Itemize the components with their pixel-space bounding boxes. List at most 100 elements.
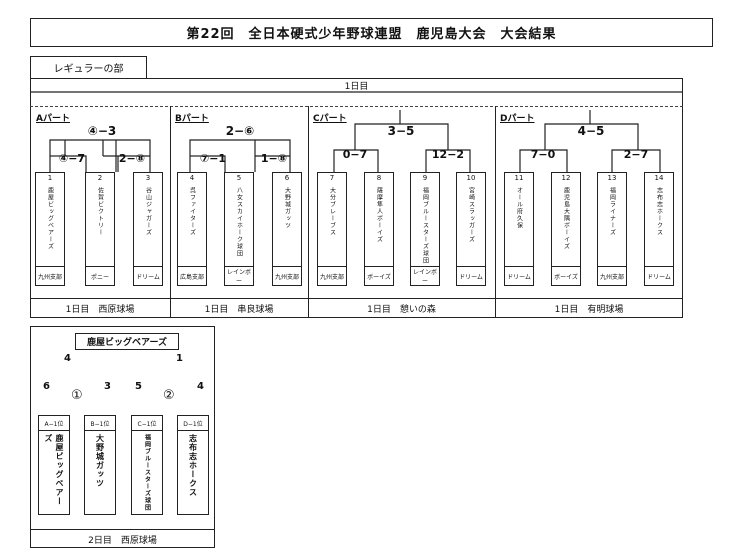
team-card: 14 志布志ホークス ドリーム bbox=[644, 172, 674, 286]
team-branch: ドリーム bbox=[134, 266, 162, 285]
team-branch: 九州支部 bbox=[318, 266, 346, 285]
team-branch: ポニー bbox=[86, 266, 114, 285]
final-team-name: 大野城ガッツ bbox=[95, 434, 105, 488]
tab-regular[interactable]: レギュラーの部 bbox=[30, 56, 147, 78]
final-team-card: B−1位 大野城ガッツ bbox=[84, 415, 116, 515]
team-number: 4 bbox=[189, 174, 195, 182]
team-number: 13 bbox=[607, 174, 617, 182]
page-title: 第22回 全日本硬式少年野球連盟 鹿児島大会 大会結果 bbox=[30, 18, 713, 47]
team-card: 12 鹿児島大隅ボーイズ ボーイズ bbox=[551, 172, 581, 286]
team-number: 12 bbox=[561, 174, 571, 182]
semi2-mark: ② bbox=[163, 388, 175, 403]
team-number: 5 bbox=[236, 174, 242, 182]
part-b-score-2: 1−⑧ bbox=[260, 152, 288, 165]
part-b-top-score: 2−⑥ bbox=[225, 124, 255, 138]
final-team-card: A−1位 鹿屋ビッグベアーズ bbox=[38, 415, 70, 515]
part-c-top-score: 3−5 bbox=[387, 124, 415, 138]
semi1-right-score: 3 bbox=[104, 381, 111, 392]
team-name: 志布志ホークス bbox=[655, 187, 663, 236]
team-name: 宮崎スラッガーズ bbox=[467, 187, 475, 243]
team-name: 八女スカイホーク球団 bbox=[235, 187, 243, 257]
part-c-score-1: 0−7 bbox=[342, 148, 368, 161]
part-divider bbox=[308, 106, 309, 318]
team-name: 佐賀ビクトリー bbox=[96, 187, 104, 236]
team-number: 10 bbox=[466, 174, 476, 182]
part-b-score-1: ⑦−1 bbox=[199, 152, 227, 165]
final-right-score: 1 bbox=[176, 353, 183, 364]
team-card: 8 薩摩隼人ボーイズ ボーイズ bbox=[364, 172, 394, 286]
final-team-name: 福岡ブルースターズ球団 bbox=[143, 434, 151, 511]
team-number: 3 bbox=[145, 174, 151, 182]
team-card: 2 佐賀ビクトリー ポニー bbox=[85, 172, 115, 286]
part-d-label: Dパート bbox=[500, 114, 535, 124]
team-branch: ボーイズ bbox=[552, 266, 580, 285]
team-card: 6 大野城ガッツ 九州支部 bbox=[272, 172, 302, 286]
team-card: 11 オール府久保 ドリーム bbox=[504, 172, 534, 286]
team-name: 福岡ブルースターズ球団 bbox=[421, 187, 429, 264]
team-branch: 九州支部 bbox=[598, 266, 626, 285]
part-a-score-2: 2−⑧ bbox=[118, 152, 146, 165]
final-team-rank: A−1位 bbox=[39, 416, 69, 431]
team-number: 7 bbox=[329, 174, 335, 182]
team-name: 福岡ライナーズ bbox=[608, 187, 616, 236]
semi2-right-score: 4 bbox=[197, 381, 204, 392]
team-card: 5 八女スカイホーク球団 レインボー bbox=[224, 172, 254, 286]
final-team-rank: C−1位 bbox=[132, 416, 162, 431]
team-card: 4 呉ファイターズ 広島支部 bbox=[177, 172, 207, 286]
team-number: 11 bbox=[514, 174, 524, 182]
final-venue: 2日目 西原球場 bbox=[30, 529, 215, 548]
final-team-card: D−1位 志布志ホークス bbox=[177, 415, 209, 515]
team-number: 14 bbox=[654, 174, 664, 182]
team-card: 7 大分ブレーブス 九州支部 bbox=[317, 172, 347, 286]
part-divider bbox=[495, 106, 496, 318]
team-card: 1 鹿屋ビッグベアーズ 九州支部 bbox=[35, 172, 65, 286]
team-number: 1 bbox=[47, 174, 53, 182]
team-branch: 九州支部 bbox=[273, 266, 301, 285]
team-name: オール府久保 bbox=[515, 187, 523, 229]
team-branch: レインボー bbox=[411, 266, 439, 285]
part-b-label: Bパート bbox=[175, 114, 209, 124]
team-name: 薩摩隼人ボーイズ bbox=[375, 187, 383, 243]
dashed-divider bbox=[30, 106, 683, 107]
team-number: 9 bbox=[422, 174, 428, 182]
semi2-left-score: 5 bbox=[135, 381, 142, 392]
part-a-label: Aパート bbox=[36, 114, 70, 124]
part-d-top-score: 4−5 bbox=[577, 124, 605, 138]
team-branch: ボーイズ bbox=[365, 266, 393, 285]
team-name: 大野城ガッツ bbox=[283, 187, 291, 229]
venue-c: 1日目 憩いの森 bbox=[308, 298, 495, 318]
team-number: 8 bbox=[376, 174, 382, 182]
team-card: 9 福岡ブルースターズ球団 レインボー bbox=[410, 172, 440, 286]
final-team-name: 志布志ホークス bbox=[188, 434, 198, 497]
final-team-rank: B−1位 bbox=[85, 416, 115, 431]
team-name: 鹿児島大隅ボーイズ bbox=[562, 187, 570, 250]
final-team-card: C−1位 福岡ブルースターズ球団 bbox=[131, 415, 163, 515]
part-c-label: Cパート bbox=[313, 114, 347, 124]
part-c-score-2: 12−2 bbox=[431, 148, 465, 161]
team-card: 10 宮崎スラッガーズ ドリーム bbox=[456, 172, 486, 286]
semi1-mark: ① bbox=[71, 388, 83, 403]
team-branch: 広島支部 bbox=[178, 266, 206, 285]
team-number: 2 bbox=[97, 174, 103, 182]
team-name: 呉ファイターズ bbox=[188, 187, 196, 236]
team-branch: 九州支部 bbox=[36, 266, 64, 285]
final-team-name: 鹿屋ビッグベアーズ bbox=[44, 434, 64, 506]
team-branch: ドリーム bbox=[505, 266, 533, 285]
team-number: 6 bbox=[284, 174, 290, 182]
team-card: 13 福岡ライナーズ 九州支部 bbox=[597, 172, 627, 286]
team-name: 大分ブレーブス bbox=[328, 187, 336, 236]
team-name: 谷山ジャガーズ bbox=[144, 187, 152, 236]
venue-b: 1日目 串良球場 bbox=[170, 298, 308, 318]
day1-label: 1日目 bbox=[344, 81, 369, 92]
semi1-left-score: 6 bbox=[43, 381, 50, 392]
champion-label: 鹿屋ビッグベアーズ bbox=[75, 333, 179, 350]
team-branch: ドリーム bbox=[457, 266, 485, 285]
part-d-score-1: 7−0 bbox=[530, 148, 556, 161]
venue-a: 1日目 西原球場 bbox=[30, 298, 170, 318]
part-d-score-2: 2−7 bbox=[623, 148, 649, 161]
team-branch: レインボー bbox=[225, 266, 253, 285]
team-card: 3 谷山ジャガーズ ドリーム bbox=[133, 172, 163, 286]
team-name: 鹿屋ビッグベアーズ bbox=[46, 187, 54, 250]
final-team-rank: D−1位 bbox=[178, 416, 208, 431]
venue-d: 1日目 有明球場 bbox=[495, 298, 683, 318]
